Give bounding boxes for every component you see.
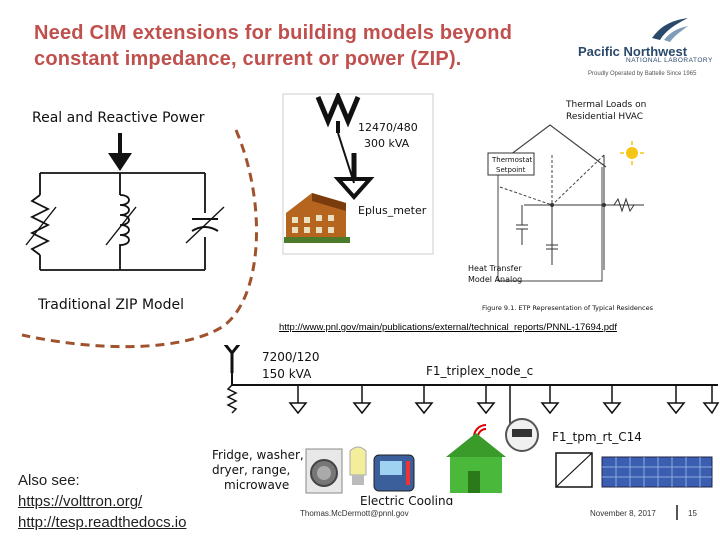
- tesp-link[interactable]: http://tesp.readthedocs.io: [18, 514, 187, 531]
- etp-analog-2: Model Analog: [468, 275, 522, 284]
- title-line-2: constant impedance, current or power (ZI…: [34, 48, 462, 70]
- logo-tagline: Proudly Operated by Battelle Since 1965: [588, 71, 697, 77]
- electric-meter-icon: [505, 418, 539, 452]
- feeder-meter-label: F1_tpm_rt_C14: [552, 430, 642, 444]
- feeder-rating-label: 150 kVA: [262, 367, 312, 381]
- etp-diagram: Thermal Loads on Residential HVAC Thermo…: [465, 96, 703, 316]
- see-also-block: Also see: https://volttron.org/ http://t…: [18, 470, 186, 533]
- inverter-icon: [555, 452, 593, 488]
- cooling-label: Electric Cooling: [360, 494, 453, 505]
- footer-author: Thomas.McDermott@pnnl.gov: [300, 509, 409, 518]
- light-bulb-icon: [349, 446, 367, 485]
- feeder-transformer-label: 7200/120: [262, 350, 320, 364]
- appliances-line-1: Fridge, washer,: [212, 448, 304, 462]
- eplus-transformer-label: 12470/480: [358, 121, 418, 134]
- title-line-1: Need CIM extensions for building models …: [34, 22, 513, 44]
- eplus-rating-label: 300 kVA: [364, 137, 410, 150]
- house-icon: [446, 433, 506, 493]
- footer-date: November 8, 2017: [590, 509, 656, 518]
- feeder-diagram: 7200/120 150 kVA F1_triplex_node_c F1_tp…: [210, 345, 720, 505]
- sun-icon: [620, 141, 644, 165]
- slide-title: Need CIM extensions for building models …: [34, 20, 574, 72]
- report-link[interactable]: http://www.pnl.gov/main/publications/ext…: [279, 322, 617, 333]
- solar-panel-icon: [601, 456, 713, 488]
- zip-top-label: Real and Reactive Power: [32, 110, 205, 126]
- pnnl-logo-icon: [652, 18, 688, 42]
- volttron-link[interactable]: https://volttron.org/: [18, 493, 143, 510]
- zip-bottom-label: Traditional ZIP Model: [37, 297, 184, 313]
- logo-main-text: Pacific Northwest: [578, 44, 688, 59]
- logo-sub-text: NATIONAL LABORATORY: [626, 57, 713, 64]
- eplus-diagram: 12470/480 300 kVA Eplus_meter: [282, 93, 434, 255]
- thermostat-icon: [373, 454, 415, 492]
- etp-setpoint-1: Thermostat: [491, 156, 533, 164]
- see-also-label: Also see:: [18, 472, 80, 489]
- eplus-meter-label: Eplus_meter: [358, 204, 427, 217]
- etp-analog-1: Heat Transfer: [468, 264, 522, 273]
- etp-setpoint-2: Setpoint: [496, 166, 526, 174]
- feeder-node-label: F1_triplex_node_c: [426, 364, 533, 378]
- footer-divider: [676, 505, 678, 520]
- building-icon: [284, 193, 350, 243]
- appliances-line-2: dryer, range,: [212, 463, 290, 477]
- etp-title-2: Residential HVAC: [566, 112, 643, 122]
- page-number: 15: [688, 509, 697, 518]
- appliances-line-3: microwave: [224, 478, 289, 492]
- zip-model-diagram: Real and Reactive Power Traditional ZIP …: [21, 110, 258, 349]
- etp-caption: Figure 9.1. ETP Representation of Typica…: [482, 304, 654, 312]
- washer-icon: [305, 448, 343, 494]
- etp-title-1: Thermal Loads on: [565, 100, 646, 110]
